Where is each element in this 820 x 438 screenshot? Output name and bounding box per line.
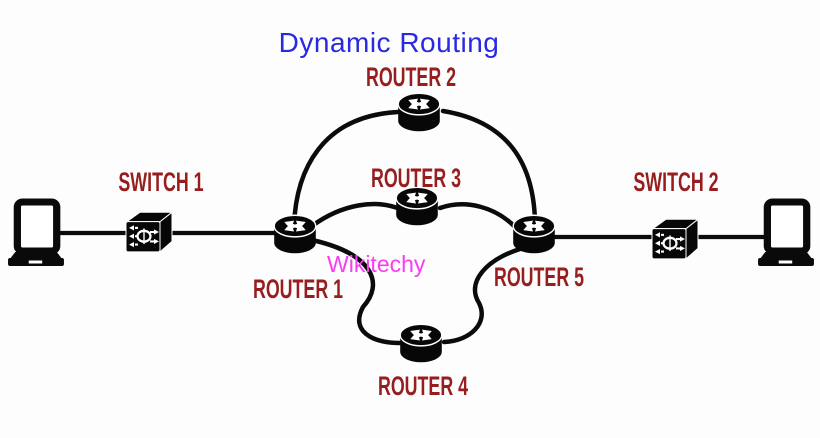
router-4-label: ROUTER 4 — [377, 371, 469, 401]
router-2-icon — [398, 93, 440, 131]
link-router4-router5 — [441, 246, 523, 345]
computer-left-icon — [8, 202, 64, 266]
router-1-label: ROUTER 1 — [252, 274, 344, 304]
link-router3-router5 — [437, 202, 519, 231]
link-router1-router3 — [309, 201, 403, 229]
switch-2-icon — [650, 218, 700, 261]
router-3-label: ROUTER 3 — [370, 163, 462, 193]
node-icons — [8, 93, 814, 362]
computer-right-icon — [758, 202, 814, 266]
router-5-icon — [513, 215, 555, 253]
router-2-label: ROUTER 2 — [365, 62, 457, 92]
link-router1-router2 — [291, 109, 401, 229]
link-router2-router5 — [440, 108, 538, 224]
switch-1-label: SWITCH 1 — [118, 167, 204, 197]
router-4-icon — [400, 324, 442, 362]
switch-1-icon — [124, 211, 174, 254]
link-router1-router4 — [309, 237, 403, 346]
link-lines — [27, 108, 805, 346]
watermark: Wikitechy — [327, 251, 426, 277]
router-5-label: ROUTER 5 — [493, 262, 585, 292]
router-1-icon — [274, 215, 316, 253]
diagram-title: Dynamic Routing — [278, 27, 500, 58]
switch-2-label: SWITCH 2 — [633, 167, 719, 197]
